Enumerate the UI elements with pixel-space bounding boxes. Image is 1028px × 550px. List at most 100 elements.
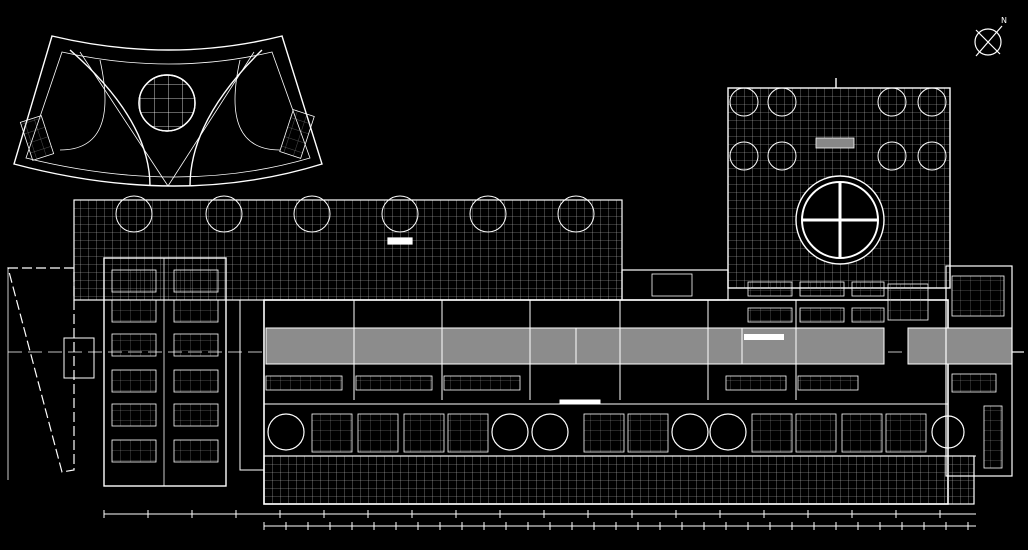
west-room-6	[111, 439, 157, 463]
west-room-1	[111, 269, 157, 293]
west-site-boundary	[7, 267, 75, 473]
south-rooms	[264, 399, 976, 457]
corridor-band-east	[907, 327, 1013, 365]
court-tree-3	[877, 87, 907, 117]
east-lobby	[887, 283, 929, 321]
terrace-planter-6	[557, 195, 595, 233]
pavilion-diagonal-right	[167, 51, 255, 187]
west-vestibule	[239, 299, 265, 471]
west-room-10	[173, 369, 219, 393]
dimension-ticks	[103, 510, 969, 530]
west-entry-block	[63, 337, 95, 379]
north-arrow: N	[974, 16, 1007, 57]
east-room-2	[951, 373, 997, 393]
pavilion-stair-left	[19, 115, 55, 161]
pavilion-curve-right	[189, 49, 263, 187]
south-room-8	[795, 413, 837, 453]
dimension-line	[103, 510, 976, 530]
west-room-5	[111, 403, 157, 427]
square-court	[727, 78, 951, 289]
south-room-1	[311, 413, 353, 453]
seating-group-1	[747, 281, 793, 297]
court-tree-1	[729, 87, 759, 117]
court-tree-5	[729, 141, 759, 171]
north-arrow-cross	[975, 29, 1001, 55]
west-wing	[103, 257, 227, 487]
south-benches	[265, 375, 859, 391]
connector-outline	[621, 269, 729, 301]
terrace-planter-1	[115, 195, 153, 233]
seating-group-6	[851, 307, 885, 323]
south-room-3	[403, 413, 445, 453]
east-wing-outline	[945, 265, 1013, 477]
south-planter-3	[531, 413, 569, 451]
west-room-7	[173, 269, 219, 293]
west-room-12	[173, 439, 219, 463]
south-room-4	[447, 413, 489, 453]
connector-room	[651, 273, 693, 297]
bench-strip-3	[443, 375, 521, 391]
seating-group-5	[799, 307, 845, 323]
west-room-11	[173, 403, 219, 427]
court-tree-7	[877, 141, 907, 171]
south-planter-5	[709, 413, 747, 451]
east-wing	[887, 265, 1024, 477]
east-room-1	[951, 275, 1005, 317]
south-promenade	[263, 455, 975, 505]
seating-group-3	[851, 281, 885, 297]
bench-strip-2	[355, 375, 433, 391]
upper-terrace	[73, 195, 623, 301]
south-planter-4	[671, 413, 709, 451]
south-room-7	[751, 413, 793, 453]
west-room-4	[111, 369, 157, 393]
terrace-grid	[73, 199, 623, 301]
terrace-planter-2	[205, 195, 243, 233]
pavilion-diagonal-left	[79, 51, 169, 187]
west-room-8	[173, 299, 219, 323]
east-stair	[983, 405, 1003, 469]
south-room-6	[627, 413, 669, 453]
central-corridor	[265, 300, 1013, 400]
terrace-planter-5	[469, 195, 507, 233]
north-arrow-needle	[975, 25, 1003, 57]
corridor-counter	[744, 334, 784, 340]
seating-group-4	[747, 307, 793, 323]
west-room-9	[173, 333, 219, 357]
south-threshold	[559, 399, 601, 405]
pavilion-arc-left	[59, 59, 106, 151]
north-arrow-circle	[974, 28, 1002, 56]
court-tree-2	[767, 87, 797, 117]
north-seating	[747, 281, 885, 323]
south-planter-1	[267, 413, 305, 451]
bench-strip-4	[725, 375, 787, 391]
west-room-2	[111, 299, 157, 323]
terrace-planter-4	[381, 195, 419, 233]
court-tree-6	[767, 141, 797, 171]
pavilion-outline	[13, 35, 323, 187]
seating-group-2	[799, 281, 845, 297]
terrace-bench	[387, 237, 413, 245]
corridor-band	[265, 327, 885, 365]
connector-block	[621, 269, 729, 301]
west-wing-outline	[103, 257, 227, 487]
pavilion-stair-right	[279, 109, 315, 159]
south-planter-6	[931, 415, 965, 449]
court-tree-4	[917, 87, 947, 117]
terrace-planter-3	[293, 195, 331, 233]
north-label: N	[1001, 16, 1007, 25]
fan-pavilion	[13, 35, 323, 187]
pavilion-curve-left	[69, 49, 151, 187]
court-kiosk	[815, 137, 855, 149]
pavilion-dome-outline	[138, 74, 196, 132]
pavilion-inner-outline	[25, 51, 311, 178]
bench-strip-5	[797, 375, 859, 391]
pavilion-arc-right	[234, 59, 281, 151]
court-tree-8	[917, 141, 947, 171]
south-room-10	[885, 413, 927, 453]
south-planter-2	[491, 413, 529, 451]
south-room-5	[583, 413, 625, 453]
south-room-2	[357, 413, 399, 453]
south-room-9	[841, 413, 883, 453]
bench-strip-1	[265, 375, 343, 391]
